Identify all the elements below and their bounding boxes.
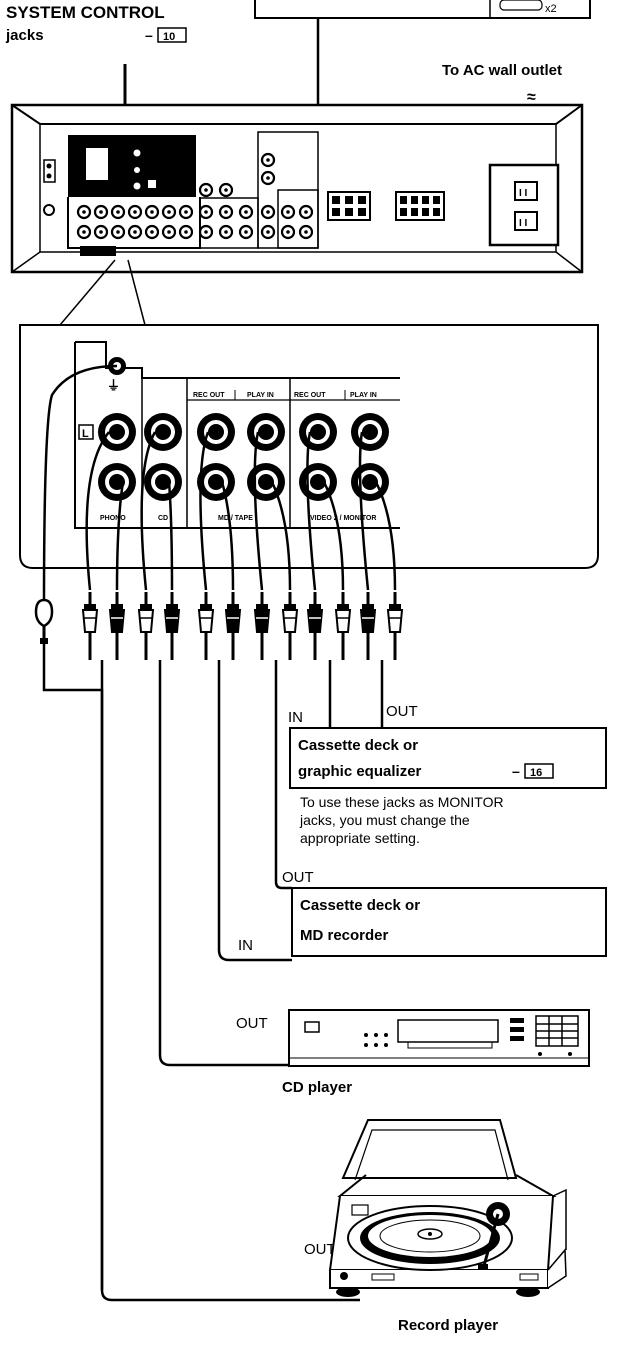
monitor-note-line2: jacks, you must change the: [299, 812, 470, 828]
svg-text:x2: x2: [545, 3, 557, 15]
rca-plug: [334, 592, 352, 660]
cable: [253, 431, 264, 591]
cable: [358, 431, 370, 591]
record-player-illustration: [328, 1119, 567, 1297]
cassette-md-box: Cassette deck or MD recorder: [291, 887, 607, 957]
md-tape-label: MD / TAPE: [218, 515, 253, 522]
cable: [140, 431, 157, 591]
svg-text:≈: ≈: [527, 89, 536, 106]
speaker-terminal-block-b: [395, 191, 445, 221]
cassette-md-out-label: OUT: [282, 869, 314, 886]
cassette-md-name-line2: MD recorder: [300, 927, 389, 944]
cable: [115, 481, 125, 591]
cable: [167, 481, 174, 591]
svg-text:16: 16: [530, 767, 542, 779]
svg-text:10: 10: [163, 31, 175, 43]
ac-outlet-box: I I I I: [488, 163, 560, 247]
cassette-md-in-label: IN: [238, 937, 253, 954]
cassette-eq-name-line2: graphic equalizer: [298, 763, 422, 780]
monitor-note-line3: appropriate setting.: [300, 830, 420, 846]
cable: [322, 481, 345, 591]
cassette-eq-ref-book-icon: 16: [524, 763, 554, 779]
rca-plug: [386, 592, 404, 660]
cd-player-out-label: OUT: [236, 1015, 268, 1032]
rca-plug: [359, 592, 377, 660]
monitor-note-line1: To use these jacks as MONITOR: [300, 794, 504, 810]
rca-plug-row: [34, 592, 404, 660]
cable: [199, 431, 210, 591]
speaker-terminal-block-a: [327, 191, 371, 221]
cassette-eq-out-label: OUT: [386, 703, 418, 720]
vid-play-in-label: PLAY IN: [350, 392, 377, 399]
ground-lug: [34, 598, 54, 644]
video-monitor-label: VIDEO 2 / MONITOR: [310, 515, 376, 522]
amplifier-rear-panel: I I I I: [10, 103, 584, 274]
md-rec-out-label: REC OUT: [193, 392, 225, 399]
cd-player-label: CD player: [282, 1079, 352, 1096]
record-player-out-label: OUT: [304, 1241, 336, 1258]
rca-plug: [137, 592, 155, 660]
rca-plug: [253, 592, 271, 660]
ac-outlet-label: To AC wall outlet: [442, 62, 562, 79]
phono-label: PHONO: [100, 515, 126, 522]
md-play-in-label: PLAY IN: [247, 392, 274, 399]
vid-rec-out-label: REC OUT: [294, 392, 326, 399]
cassette-md-name-line1: Cassette deck or: [300, 897, 420, 914]
cable: [158, 660, 289, 1067]
top-device-box: x2: [254, 0, 591, 19]
record-player-label: Record player: [398, 1317, 498, 1334]
cassette-eq-name-line1: Cassette deck or: [298, 737, 418, 754]
cable-bundle: [42, 364, 397, 1302]
svg-text:–: –: [512, 763, 520, 779]
cassette-eq-box: Cassette deck or graphic equalizer – 16: [289, 727, 607, 789]
svg-text:I I: I I: [519, 218, 528, 229]
system-control-dash: –: [145, 27, 153, 43]
rca-plug: [81, 592, 99, 660]
rca-plug: [306, 592, 324, 660]
rca-plug: [281, 592, 299, 660]
cable: [374, 481, 397, 591]
cable: [42, 364, 118, 606]
cable: [85, 431, 110, 591]
ground-symbol: ⏚: [107, 378, 120, 393]
cd-label: CD: [158, 515, 168, 522]
cassette-eq-in-label: IN: [288, 709, 303, 726]
cable: [306, 431, 317, 591]
system-control-ref-book-icon: 10: [157, 27, 187, 43]
rca-plug: [224, 592, 242, 660]
cd-player-illustration: [288, 1009, 590, 1067]
channel-left-label: L: [82, 428, 89, 440]
system-control-title: SYSTEM CONTROL: [6, 3, 165, 22]
svg-text:I I: I I: [519, 188, 528, 199]
cable: [217, 660, 292, 962]
cable: [220, 481, 235, 591]
rca-plug: [163, 592, 181, 660]
rca-plug: [197, 592, 215, 660]
cable: [274, 660, 292, 890]
system-control-jacks-label: jacks: [5, 27, 44, 44]
cable: [270, 481, 292, 591]
rca-plug: [108, 592, 126, 660]
panel-jack-array: [76, 152, 314, 240]
